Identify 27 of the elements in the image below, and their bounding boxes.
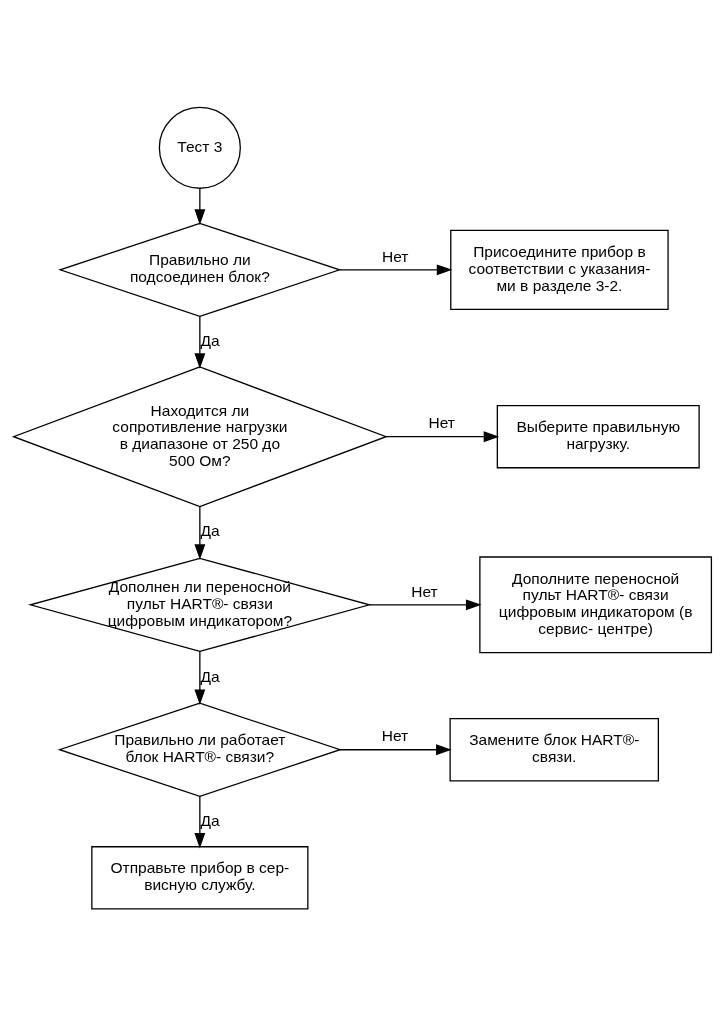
- arrow: [368, 598, 482, 610]
- edge-label: Да: [200, 811, 220, 829]
- node-diamond: Правильно ли подсоединен блок?: [58, 222, 342, 317]
- node-circle: Тест 3: [158, 106, 241, 189]
- arrow: [194, 650, 206, 705]
- node-box: Дополните переносной пульт HART®- связи цифровым индикатором (в сервис- центре): [479, 555, 713, 653]
- node-diamond: Правильно ли работает блок HART®- связи?: [57, 702, 343, 797]
- edge-label: Да: [200, 667, 220, 685]
- edge-label: Да: [200, 331, 220, 349]
- node-diamond: Находится ли сопротивление нагрузки в диапазоне от 250 до 500 Ом?: [11, 365, 388, 507]
- node-box: Выберите правильную нагрузку.: [496, 404, 700, 468]
- arrow: [194, 505, 206, 560]
- node-box: Отправьте прибор в сер- висную службу.: [91, 845, 309, 909]
- arrow: [194, 187, 206, 225]
- edge-label: Нет: [381, 247, 409, 265]
- edge-label: Да: [200, 521, 220, 539]
- arrow: [339, 263, 453, 275]
- arrow: [385, 430, 500, 442]
- arrow: [194, 795, 206, 848]
- edge-label: Нет: [411, 582, 438, 600]
- node-diamond: Дополнен ли переносной пульт HART®- связи цифровым индикатором?: [27, 557, 372, 652]
- edge-label: Нет: [428, 413, 455, 431]
- node-box: Присоедините прибор в соответствии с указания- ми в разделе 3-2.: [450, 229, 669, 310]
- node-box: Замените блок HART®- связи.: [449, 717, 659, 781]
- arrow: [339, 743, 452, 755]
- arrow: [194, 315, 206, 369]
- edge-label: Нет: [381, 726, 409, 744]
